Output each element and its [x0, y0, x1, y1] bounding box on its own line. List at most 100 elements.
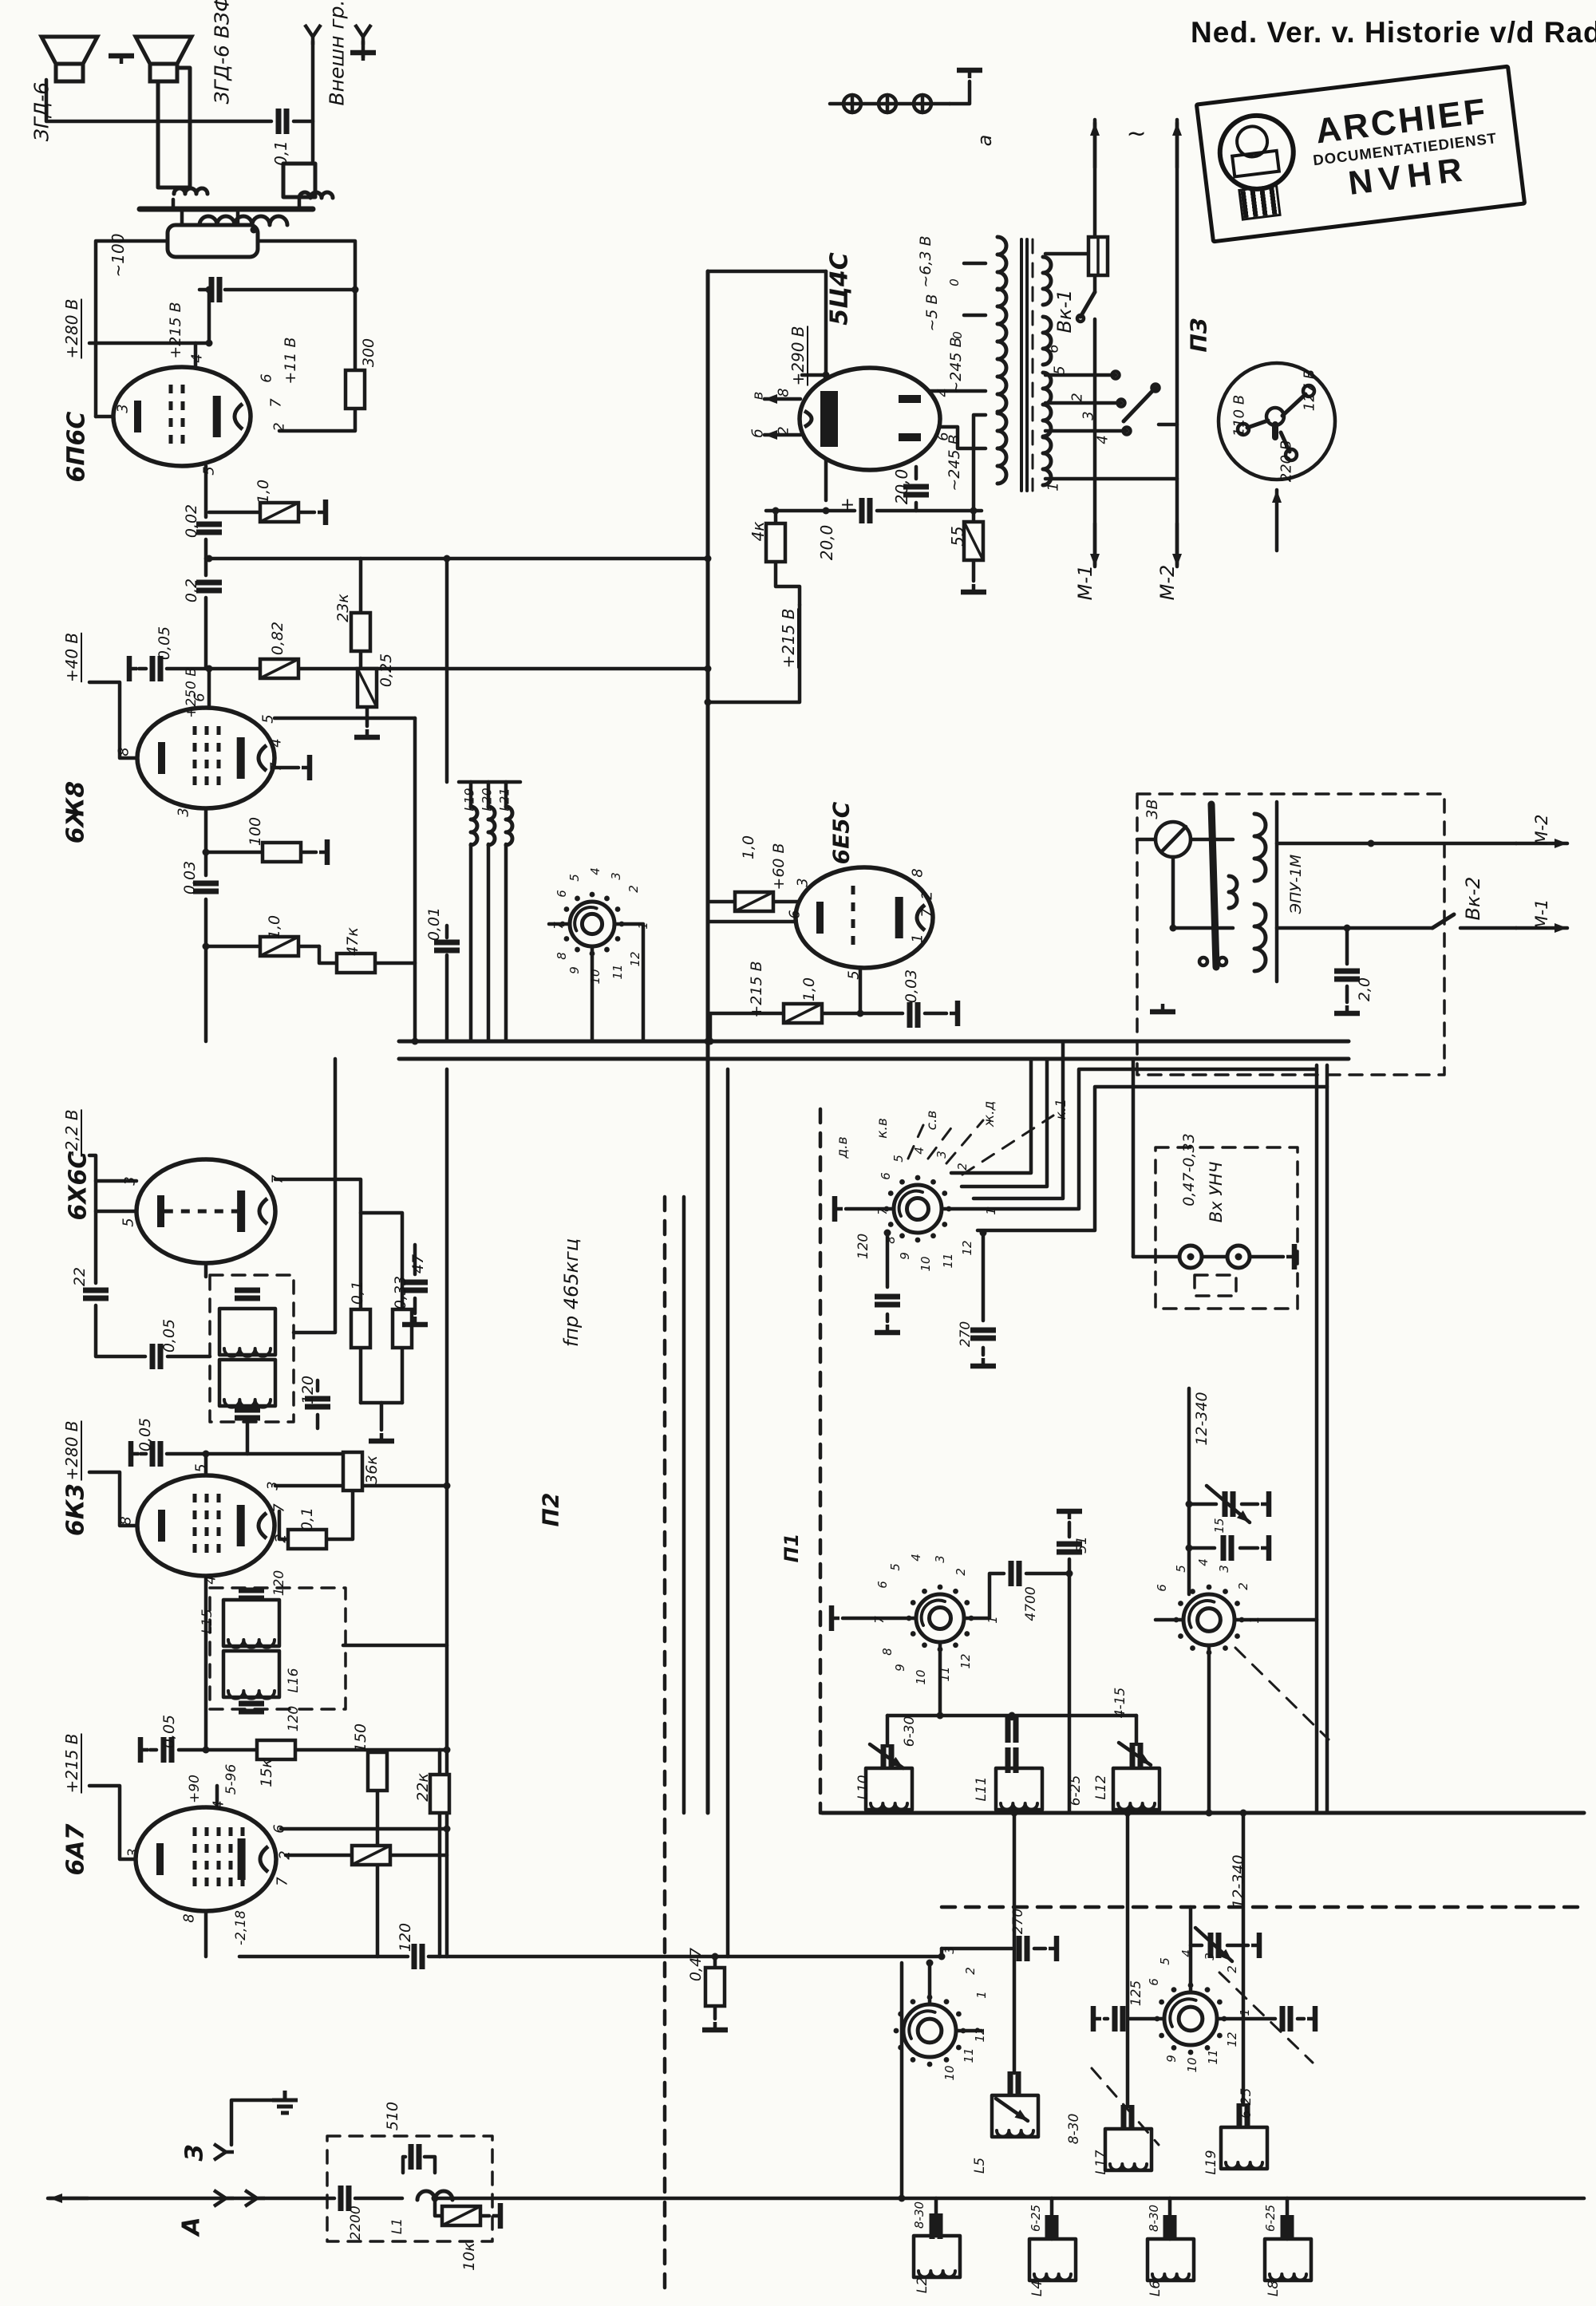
schematic-label: 6: [787, 910, 804, 918]
resistor: [286, 1527, 329, 1551]
fuse: [1086, 235, 1110, 278]
resistor: [258, 934, 301, 958]
symbol-circle: [1110, 369, 1121, 381]
coil-box: [217, 1357, 278, 1408]
schematic-label: 7: [268, 762, 285, 772]
chassis-ground-symbol: [1251, 1933, 1262, 1958]
schematic-wire: [947, 79, 972, 106]
schematic-label: 2: [954, 1568, 968, 1576]
wafer-rotor: [897, 1189, 924, 1218]
resistor: [703, 1965, 727, 2008]
junction-dot: [202, 848, 210, 856]
schematic-wire: [907, 1123, 925, 1160]
schematic-label: 6: [1155, 1584, 1169, 1592]
schematic-label: 0: [950, 331, 965, 339]
schematic-wire: [705, 602, 802, 705]
schematic-wire: [401, 2154, 408, 2175]
chassis-ground-symbol: [492, 2203, 504, 2229]
capacitor: [149, 1441, 164, 1467]
wafer-switch: [891, 1183, 944, 1235]
capacitor: [1236, 2103, 1250, 2129]
schematic-label: 1: [984, 1207, 998, 1215]
coil-box: [217, 1306, 278, 1357]
chassis-ground-symbol: [319, 839, 330, 865]
schematic-label: 10: [918, 1256, 933, 1271]
schematic-label: 10к: [460, 2242, 478, 2271]
capacitor: [193, 880, 219, 894]
resistor: [390, 1307, 414, 1350]
tube-6e5s: [793, 865, 935, 970]
schematic-label: 15к: [258, 1759, 275, 1787]
schematic-label: З: [181, 2144, 209, 2162]
chassis-ground-symbol: [832, 1196, 843, 1222]
dashed-enclosure: [208, 1273, 295, 1423]
schematic-label: 0,03: [181, 861, 199, 894]
schematic-label: 2200: [348, 2205, 364, 2240]
wafer-contact: [922, 1588, 927, 1594]
schematic-label: 9: [567, 966, 582, 974]
schematic-wire: [317, 944, 339, 965]
junction-dot: [1343, 924, 1351, 932]
schematic-label: 20,0: [817, 525, 836, 561]
junction-dot: [704, 665, 712, 673]
schematic-label: 12: [1225, 2032, 1239, 2047]
schematic-label: 6: [259, 373, 275, 382]
schematic-label: 6-25: [1238, 2088, 1254, 2119]
wafer-switch: [914, 1592, 966, 1645]
schematic-label: ЭПУ-1М: [1287, 855, 1305, 914]
schematic-label: 9: [1164, 2055, 1179, 2063]
wafer-switch-hub: [915, 2016, 944, 2045]
schematic-label: П1: [780, 1534, 803, 1563]
schematic-label: 12: [973, 2027, 987, 2042]
schematic-wire: [1207, 800, 1220, 971]
schematic-label: 36к: [363, 1455, 381, 1484]
schematic-label: 20,0: [892, 469, 911, 505]
chassis-ground-symbol: [1307, 2006, 1318, 2032]
wafer-contact: [943, 1999, 950, 2005]
schematic-wire: [291, 119, 315, 166]
capacitor: [196, 521, 222, 535]
wafer-contact: [1221, 2016, 1227, 2022]
schematic-label: +215 В: [62, 1733, 81, 1793]
schematic-wire: [422, 2154, 437, 2175]
speaker-icon: [132, 34, 196, 84]
wafer-contact: [910, 1999, 916, 2005]
schematic-wire: [949, 1056, 1033, 1175]
junction-dot: [1205, 1809, 1213, 1817]
schematic-wire: [277, 406, 358, 433]
schematic-wire: [945, 1119, 985, 1165]
terminal-fork: [212, 2189, 234, 2208]
schematic-label: 6Х6С: [65, 1151, 93, 1221]
schematic-label: 6-30: [902, 1716, 918, 1747]
coil-box-winding: [1268, 2272, 1308, 2282]
schematic-label: 1: [636, 922, 650, 930]
schematic-wire: [1245, 418, 1270, 430]
inductor-coil: [995, 411, 1009, 486]
schematic-label: 8: [555, 952, 569, 960]
wafer-contact: [1204, 1987, 1211, 1993]
schematic-label: в: [750, 392, 767, 401]
chassis-ground-symbol: [702, 2022, 728, 2033]
junction-dot: [205, 339, 213, 347]
symbol-circle: [1075, 313, 1086, 324]
wafer-contact: [575, 895, 580, 902]
schematic-label: ж.д: [982, 1101, 998, 1127]
capacitor: [1207, 1933, 1222, 1958]
wafer-contact: [575, 946, 580, 953]
schematic-wire: [93, 1303, 148, 1359]
arrow-head: [1090, 554, 1100, 567]
chassis-ground-symbol: [950, 1001, 961, 1026]
tube-6k3: [135, 1473, 277, 1578]
schematic-label: 300: [360, 338, 377, 367]
schematic-wire: [229, 2098, 283, 2147]
junction-dot: [1010, 1809, 1018, 1817]
schematic-label: 6: [935, 432, 952, 440]
capacitor: [408, 2144, 422, 2170]
schematic-label: 7: [270, 1175, 286, 1184]
schematic-label: ~5 В: [923, 294, 941, 331]
schematic-label: 5: [120, 1218, 137, 1226]
schematic-label: 3: [1203, 1953, 1217, 1960]
resistor: [962, 519, 986, 563]
junction-dot: [205, 555, 213, 563]
